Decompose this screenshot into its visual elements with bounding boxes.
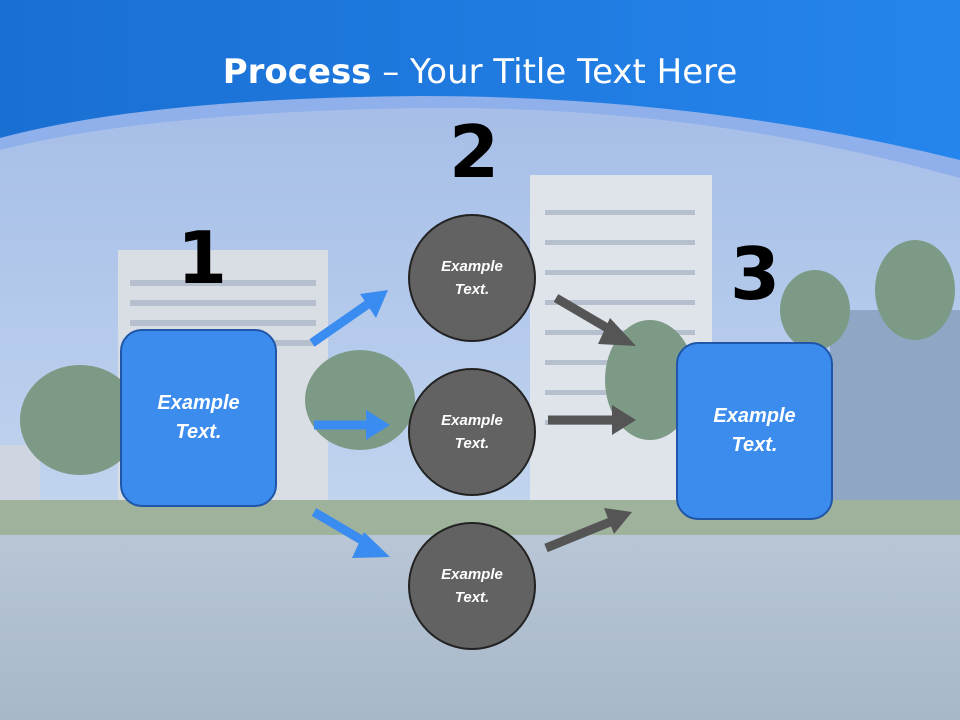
step-3-text: Example Text.: [713, 405, 796, 456]
step-number-1: 1: [177, 216, 228, 300]
slide-title: Process – Your Title Text Here: [0, 52, 960, 92]
circle-middle-text: Example Text.: [441, 412, 503, 452]
step-1-box: Example Text.: [120, 329, 277, 507]
title-rest: – Your Title Text Here: [371, 52, 738, 92]
step-3-box: Example Text.: [676, 342, 833, 520]
circle-top-text: Example Text.: [441, 258, 503, 298]
step-number-3: 3: [730, 232, 781, 316]
step-2-circle-middle: Example Text.: [408, 368, 536, 496]
title-bold: Process: [222, 52, 372, 92]
step-2-circle-top: Example Text.: [408, 214, 536, 342]
step-2-circle-bottom: Example Text.: [408, 522, 536, 650]
step-number-2: 2: [449, 110, 500, 194]
circle-bottom-text: Example Text.: [441, 566, 503, 606]
step-1-text: Example Text.: [157, 392, 240, 443]
